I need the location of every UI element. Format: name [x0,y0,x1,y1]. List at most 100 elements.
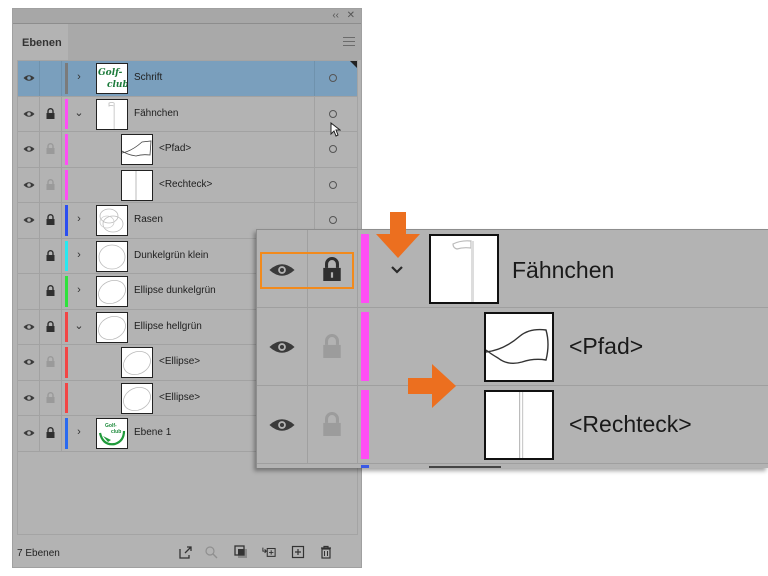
lock-icon-dimmed [323,412,341,436]
tab-ebenen[interactable]: Ebenen [13,24,68,60]
collapse-panel-button[interactable]: ‹‹ [332,10,339,21]
target-circle-icon[interactable] [329,74,337,82]
layer-name[interactable]: <Ellipse> [159,391,201,403]
lock-toggle[interactable] [40,238,62,273]
layer-row-schrift[interactable]: › Golf-club Schrift [18,61,357,97]
target-circle-icon[interactable] [329,109,337,118]
visibility-toggle[interactable] [18,274,40,309]
chevron-right-icon[interactable]: › [77,248,81,261]
new-layer-icon[interactable] [291,545,305,559]
lock-toggle[interactable] [40,96,62,131]
target-cell[interactable] [314,96,357,131]
visibility-toggle[interactable] [18,96,40,131]
layer-name[interactable]: <Rechteck> [569,411,692,437]
visibility-toggle[interactable] [18,380,40,415]
panel-menu-icon[interactable] [343,37,355,47]
lock-toggle[interactable] [40,274,62,309]
layer-row-ellipse-hellgruen[interactable]: ⌄ Ellipse hellgrün [18,309,357,345]
create-sublayer-icon[interactable] [262,545,276,559]
locate-object-icon[interactable] [204,545,218,559]
target-cell[interactable] [314,132,357,167]
trash-icon[interactable] [319,545,333,559]
clipping-mask-icon[interactable] [234,545,248,559]
eye-icon [23,146,35,152]
zoom-row-pfad[interactable]: <Pfad> [257,308,768,386]
layer-row-ebene-1[interactable]: › Golf-club Ebene 1 [18,416,357,452]
panel-titlebar: ‹‹ ✕ [13,9,361,24]
target-circle-icon[interactable] [329,180,337,189]
chevron-down-icon[interactable]: ⌄ [74,106,84,119]
mouse-cursor-icon [330,122,341,137]
lock-toggle[interactable] [40,203,62,238]
layer-row-rasen[interactable]: › Rasen [18,203,357,239]
layer-thumbnail [429,234,499,304]
zoom-row-rechteck[interactable]: <Rechteck> [257,386,768,464]
layer-name[interactable]: Ebene 1 [134,427,172,438]
target-cell[interactable] [314,203,357,238]
visibility-toggle[interactable] [18,203,40,238]
layer-row-ellipse-dunkelgruen[interactable]: › Ellipse dunkelgrün [18,274,357,310]
layer-name[interactable]: Dunkelgrün klein [134,249,209,261]
eye-icon [269,264,295,276]
layer-name[interactable]: Ellipse hellgrün [134,320,202,332]
lock-toggle[interactable] [40,309,62,344]
zoom-lock-toggle[interactable] [308,230,358,307]
layer-row-ellipse-1[interactable]: <Ellipse> [18,345,357,381]
layer-name[interactable]: Schrift [134,72,163,83]
visibility-toggle[interactable] [18,61,40,96]
layer-name[interactable]: Fähnchen [512,257,615,283]
lock-toggle[interactable] [40,416,62,451]
visibility-toggle[interactable] [18,416,40,451]
chevron-right-icon[interactable]: › [77,426,81,438]
export-for-screens-icon[interactable] [179,545,193,559]
lock-icon [323,257,341,281]
zoom-visibility-toggle[interactable] [257,386,308,463]
layer-name[interactable]: <Rechteck> [159,178,213,190]
layer-thumbnail [121,382,153,414]
visibility-toggle[interactable] [18,309,40,344]
layer-row-ellipse-2[interactable]: <Ellipse> [18,380,357,416]
zoom-row-faehnchen[interactable]: Fähnchen [257,230,768,308]
chevron-down-icon[interactable]: ⌄ [74,319,84,332]
zoom-lock-toggle[interactable] [308,308,358,385]
layer-name[interactable]: <Ellipse> [159,356,201,367]
layer-name[interactable]: Ellipse dunkelgrün [134,285,216,296]
close-panel-button[interactable]: ✕ [346,10,355,21]
visibility-toggle[interactable] [18,167,40,202]
visibility-toggle[interactable] [18,238,40,273]
lock-toggle[interactable] [40,345,62,380]
lock-icon-dimmed [46,356,55,367]
zoom-lock-toggle[interactable] [308,386,358,463]
lock-toggle[interactable] [40,380,62,415]
zoom-visibility-toggle[interactable] [257,308,308,385]
chevron-right-icon[interactable]: › [77,213,81,225]
layer-name[interactable]: Rasen [134,214,163,225]
visibility-toggle[interactable] [18,345,40,380]
target-cell[interactable] [314,167,357,202]
chevron-down-icon[interactable] [390,265,404,274]
layer-thumbnail: Golf-club [96,418,128,449]
target-circle-icon[interactable] [329,216,337,224]
lock-icon-dimmed [323,334,341,358]
lock-icon-dimmed [46,178,55,190]
layer-color-bar [65,169,68,200]
target-cell[interactable] [314,61,357,96]
layer-count: 7 Ebenen [17,548,60,559]
eye-icon [23,75,35,81]
layer-name[interactable]: <Pfad> [159,143,192,154]
next-row-color-bar [361,465,369,468]
zoom-visibility-toggle[interactable] [257,230,308,307]
layer-row-rechteck[interactable]: <Rechteck> [18,167,357,203]
layer-row-pfad[interactable]: <Pfad> [18,132,357,168]
lock-toggle[interactable] [40,132,62,167]
layer-row-faehnchen[interactable]: ⌄ Fähnchen [18,96,357,132]
layer-name[interactable]: <Pfad> [569,333,644,359]
visibility-toggle[interactable] [18,132,40,167]
layer-name[interactable]: Fähnchen [134,107,179,119]
chevron-right-icon[interactable]: › [77,71,81,83]
lock-toggle[interactable] [40,61,62,96]
lock-toggle[interactable] [40,167,62,202]
chevron-right-icon[interactable]: › [77,284,81,296]
layer-row-dunkelgruen-klein[interactable]: › Dunkelgrün klein [18,238,357,274]
target-circle-icon[interactable] [329,145,337,153]
